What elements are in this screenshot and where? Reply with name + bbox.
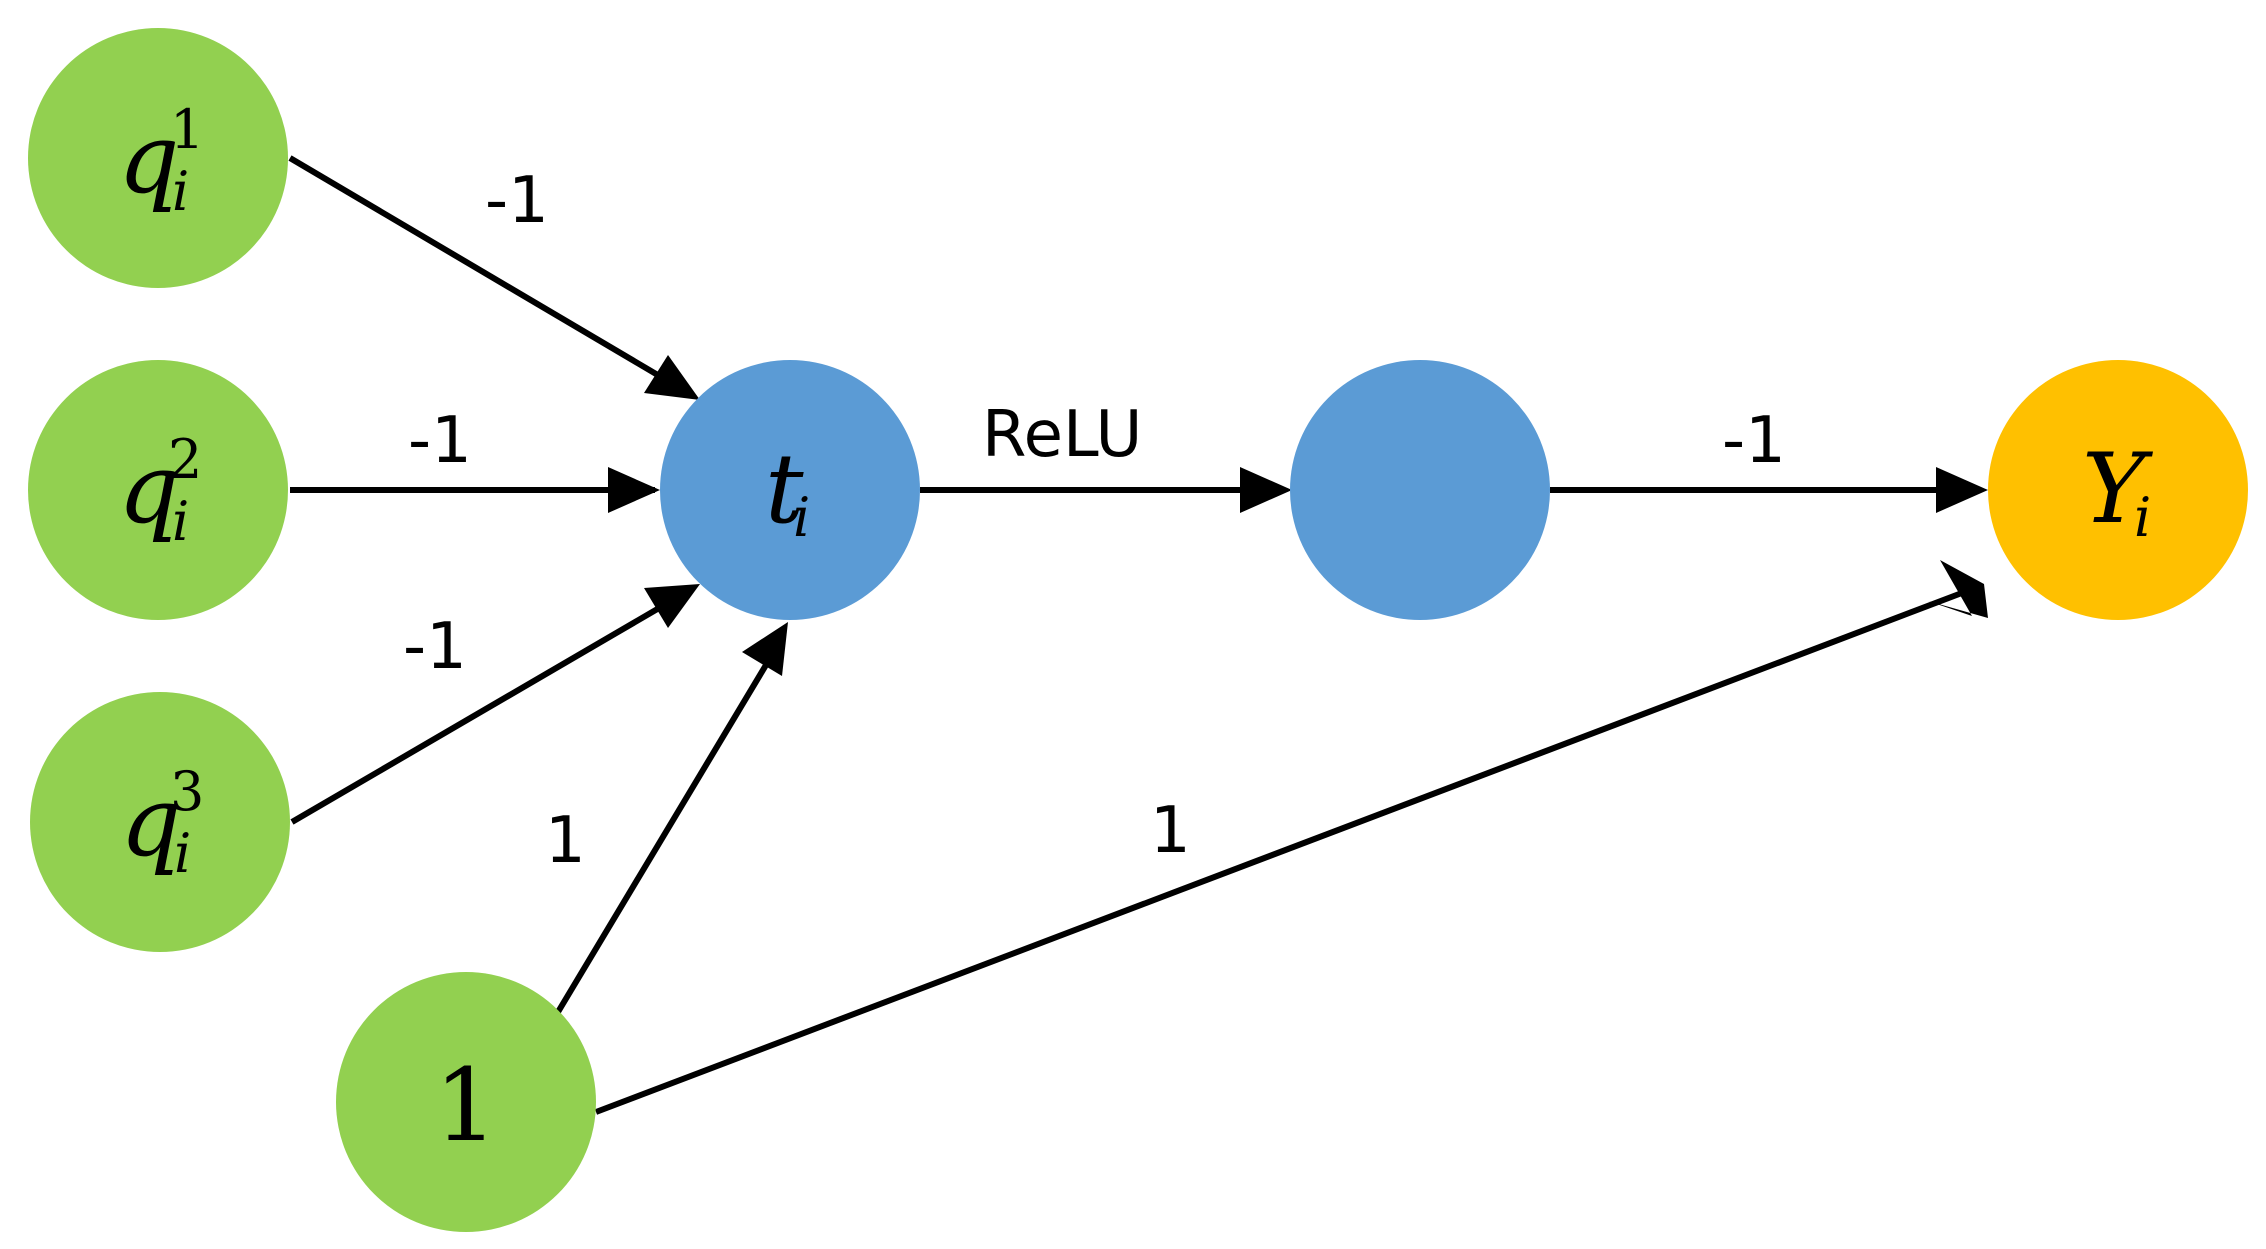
node-q3-sup: 3 <box>170 760 204 823</box>
node-t-base: t <box>765 433 804 545</box>
arrowhead-relu-y <box>1936 467 1988 513</box>
node-q1-sub: i <box>172 160 189 223</box>
node-bias-label: 1 <box>434 1047 498 1164</box>
edge-label-t-relu: ReLU <box>982 398 1142 472</box>
node-t: t i <box>660 360 920 620</box>
edge-q1-to-t <box>288 155 692 397</box>
edge-label-relu-y: -1 <box>1722 404 1786 478</box>
edge-label-bias-y: 1 <box>1150 794 1191 868</box>
node-q2-sub: i <box>172 490 189 553</box>
node-q1-sup: 1 <box>170 98 204 161</box>
node-q2-base: q <box>118 433 179 545</box>
edge-q3-to-t <box>290 587 692 825</box>
node-relu-output <box>1290 360 1550 620</box>
node-q3-base: q <box>120 766 181 878</box>
edge-label-q1-t: -1 <box>485 164 549 238</box>
node-t-sub: i <box>793 486 810 549</box>
edge-bias-to-t <box>555 648 778 1014</box>
edge-label-q2-t: -1 <box>408 404 472 478</box>
node-q1-circle <box>28 28 288 288</box>
edge-label-bias-t: 1 <box>545 804 586 878</box>
node-y: Y i <box>1988 360 2248 620</box>
nodes: q 1 i q 2 i q 3 i 1 t i <box>28 28 2248 1232</box>
node-bias-circle <box>336 972 596 1232</box>
node-y-circle <box>1988 360 2248 620</box>
arrowhead-q2-t <box>608 467 660 513</box>
node-bias: 1 <box>336 972 596 1232</box>
node-q1-base: q <box>118 103 179 215</box>
node-q2-sup: 2 <box>168 428 202 491</box>
node-y-sub: i <box>2134 486 2151 549</box>
node-y-base: Y <box>2082 433 2154 545</box>
arrowhead-t-relu <box>1240 467 1292 513</box>
edge-labels: -1 -1 -1 1 ReLU -1 1 <box>403 164 1786 878</box>
arrowhead-bias-t <box>742 622 788 676</box>
node-relu-output-circle <box>1290 360 1550 620</box>
edges <box>288 155 1980 1115</box>
node-q1: q 1 i <box>28 28 288 288</box>
node-q3-sub: i <box>174 822 191 885</box>
node-q2-circle <box>28 360 288 620</box>
edge-label-q3-t: -1 <box>403 610 467 684</box>
arrowhead-q3-t <box>644 584 700 628</box>
arrowhead-bias-y <box>1928 560 1988 618</box>
node-q3-circle <box>30 692 290 952</box>
arrowhead-q1-t <box>644 355 700 400</box>
node-q2: q 2 i <box>28 360 288 620</box>
node-q3: q 3 i <box>30 692 290 952</box>
arrowheads <box>608 355 1988 676</box>
node-t-circle <box>660 360 920 620</box>
edge-bias-to-y <box>594 585 1977 1115</box>
